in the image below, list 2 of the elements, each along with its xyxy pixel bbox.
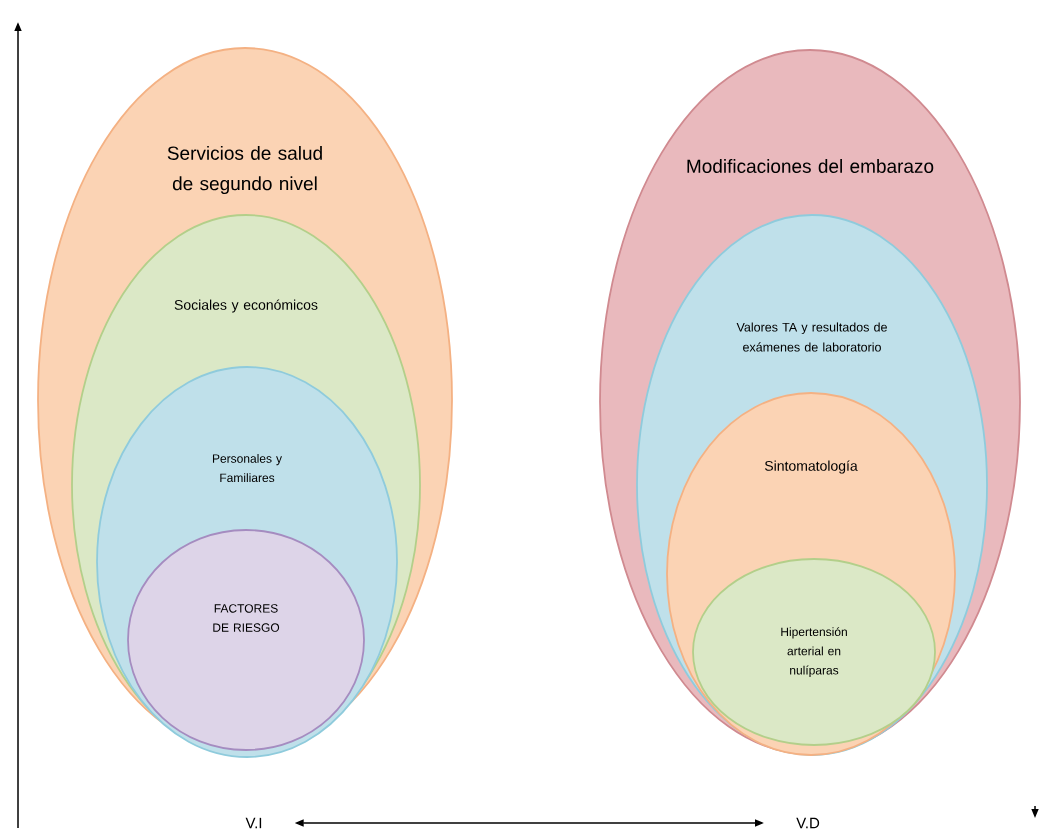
axis-label: V.D (796, 817, 820, 829)
axis-label: V.I (245, 817, 262, 829)
